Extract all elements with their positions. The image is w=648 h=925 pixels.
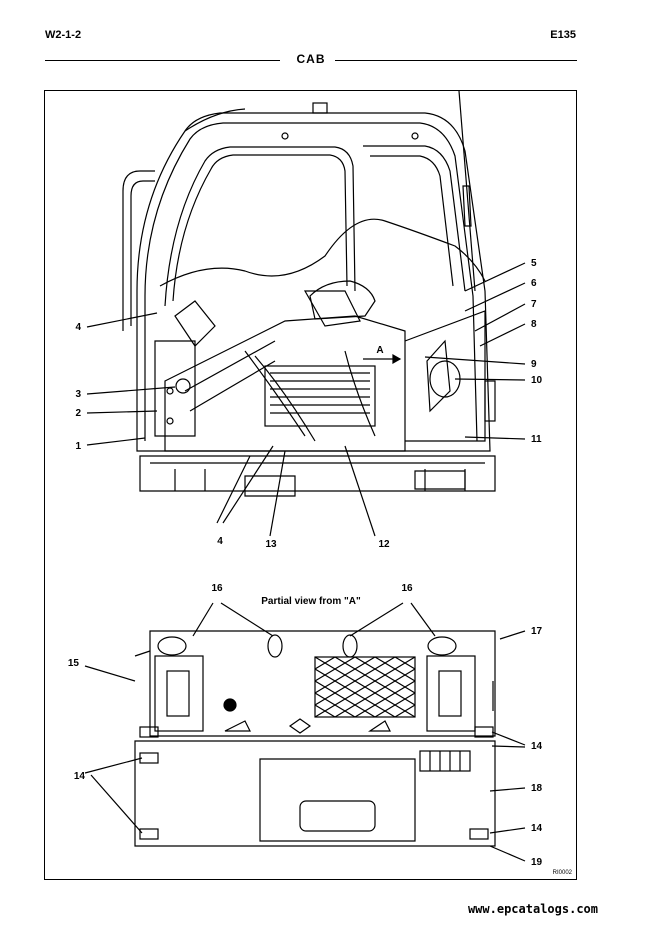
callout-number: 16: [401, 583, 413, 594]
partial-view-label: Partial view from "A": [261, 596, 361, 607]
callout-number: 8: [531, 319, 537, 330]
page-title: CAB: [296, 52, 326, 66]
view-arrow-label: A: [376, 345, 383, 356]
callout-number: 17: [531, 626, 543, 637]
callout-number: 7: [531, 299, 537, 310]
callout-number: 19: [531, 857, 543, 868]
callout-number: 1: [75, 441, 81, 452]
figure-code: RI0002: [552, 870, 572, 876]
callout-number: 14: [74, 771, 86, 782]
figure-frame: A: [44, 90, 577, 880]
callout-number: 14: [531, 823, 543, 834]
cab-diagram: A: [68, 91, 543, 868]
callout-number: 10: [531, 375, 543, 386]
callout-number: 13: [265, 539, 277, 550]
callout-number: 9: [531, 359, 537, 370]
section-code: W2-1-2: [45, 29, 82, 41]
callout-number: 12: [378, 539, 390, 550]
leader-lines-top: [86, 262, 526, 537]
title-rule-right: [335, 60, 577, 61]
callout-number: 4: [75, 322, 81, 333]
callout-number: 16: [211, 583, 223, 594]
callout-number: 4: [217, 536, 223, 547]
callout-number: 2: [75, 408, 81, 419]
cab-outline: A: [122, 91, 496, 497]
callout-number: 14: [531, 741, 543, 752]
title-row: CAB: [45, 52, 577, 68]
callout-number: 15: [68, 658, 80, 669]
leader-lines-bottom: [84, 602, 526, 862]
callouts-top: 4 1 2 3 5 6 7 8 9 10 11 4 13 12: [75, 258, 542, 550]
callout-number: 5: [531, 258, 537, 269]
callout-number: 6: [531, 278, 537, 289]
model-code: E135: [550, 29, 576, 41]
callout-number: 11: [531, 434, 542, 445]
title-rule-left: [45, 60, 280, 61]
partial-view: [134, 630, 496, 847]
callout-number: 18: [531, 783, 543, 794]
callouts-bottom: 16 16 17 15 14 14 18 14 19: [68, 583, 543, 868]
callout-number: 3: [75, 389, 81, 400]
website-link[interactable]: www.epcatalogs.com: [467, 902, 598, 916]
